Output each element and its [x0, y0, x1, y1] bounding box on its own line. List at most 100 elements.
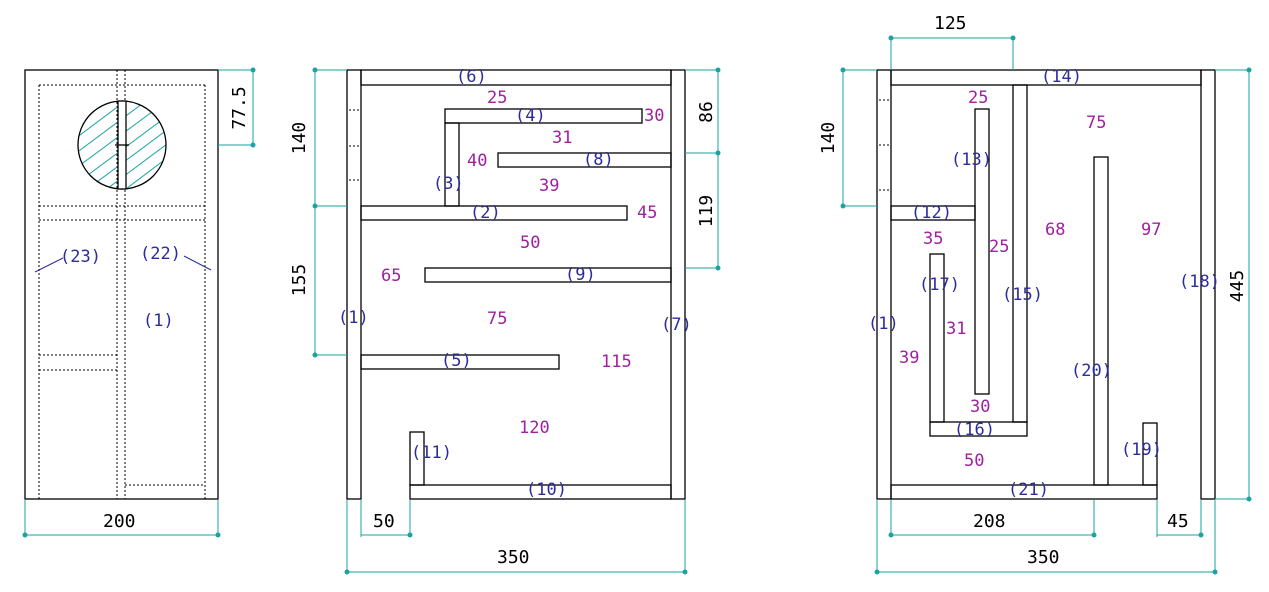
back-label-12: (12) — [911, 203, 952, 223]
leader-22 — [183, 255, 212, 271]
back-measure-30: 30 — [970, 397, 990, 417]
side-measure-45: 45 — [637, 203, 657, 223]
side-measure-39: 39 — [539, 176, 559, 196]
side-measure-31: 31 — [552, 128, 572, 148]
side-board-4 — [444, 108, 643, 124]
dim-dot — [1246, 67, 1252, 73]
side-measure-25: 25 — [487, 88, 507, 108]
back-panel-18 — [1200, 69, 1216, 500]
back-measure-97: 97 — [1141, 220, 1161, 240]
side-label-11: (11) — [411, 443, 452, 463]
back-board-15 — [1012, 84, 1028, 423]
back-board-16 — [929, 421, 1028, 437]
dim-dot — [715, 67, 721, 73]
dim-dot — [312, 67, 318, 73]
side-label-8: (8) — [583, 150, 614, 170]
dim-dot — [1246, 496, 1252, 502]
back-label-15: (15) — [1002, 285, 1043, 305]
dim-dot — [840, 203, 846, 209]
side-label-10: (10) — [526, 480, 567, 500]
back-label-19: (19) — [1121, 440, 1162, 460]
side-measure-40: 40 — [467, 151, 487, 171]
back-measure-35: 35 — [923, 229, 943, 249]
dim-dot — [888, 532, 894, 538]
side-dim-350: 350 — [497, 547, 530, 568]
back-dim-208: 208 — [973, 511, 1006, 532]
side-panel-6-top — [360, 69, 672, 86]
front-offset-value: 77.5 — [229, 86, 250, 129]
dim-dot — [344, 569, 350, 575]
dim-dot — [1091, 532, 1097, 538]
back-dim-445: 445 — [1227, 270, 1248, 303]
side-panel-1 — [346, 69, 362, 500]
dim-dot — [250, 67, 256, 73]
back-label-16: (16) — [954, 420, 995, 440]
back-board-21 — [890, 484, 1158, 500]
side-measure-30: 30 — [644, 106, 664, 126]
side-label-6: (6) — [456, 67, 487, 87]
side-board-10 — [409, 484, 672, 500]
back-measure-39: 39 — [899, 348, 919, 368]
dim-dot — [312, 203, 318, 209]
dim-dot — [312, 352, 318, 358]
back-board-13 — [974, 108, 990, 395]
side-view: (6) (4) (8) (3) (2) (9) (1) (7) (5) (11)… — [289, 67, 721, 575]
front-label-1: (1) — [143, 311, 174, 331]
side-label-9: (9) — [565, 265, 596, 285]
dim-dot — [215, 532, 221, 538]
side-measure-50: 50 — [520, 233, 540, 253]
back-label-1: (1) — [868, 314, 899, 334]
dim-dot — [1212, 569, 1218, 575]
back-dim-140: 140 — [818, 122, 839, 155]
side-label-7: (7) — [661, 315, 692, 335]
back-label-13: (13) — [951, 150, 992, 170]
side-dim-50: 50 — [373, 511, 395, 532]
dim-dot — [250, 142, 256, 148]
front-width-value: 200 — [103, 511, 136, 532]
side-panel-7 — [670, 69, 686, 500]
side-label-1: (1) — [338, 308, 369, 328]
back-label-18: (18) — [1179, 272, 1220, 292]
side-dim-119: 119 — [696, 195, 717, 228]
back-label-14: (14) — [1041, 67, 1082, 87]
side-board-2 — [360, 205, 628, 221]
leader-23 — [34, 257, 64, 273]
dim-dot — [874, 569, 880, 575]
side-board-5 — [360, 354, 560, 370]
back-measure-25a: 25 — [968, 88, 988, 108]
back-dim-125: 125 — [934, 13, 967, 34]
back-label-20: (20) — [1071, 361, 1112, 381]
back-measure-50: 50 — [964, 451, 984, 471]
dim-dot — [840, 67, 846, 73]
back-panel-14-top — [890, 69, 1202, 86]
side-measure-120: 120 — [519, 418, 550, 438]
front-label-22: (22) — [140, 244, 181, 264]
dim-dot — [1010, 35, 1016, 41]
side-measure-75: 75 — [487, 309, 507, 329]
side-dim-140: 140 — [289, 122, 310, 155]
back-panel-1 — [876, 69, 892, 500]
dim-dot — [888, 35, 894, 41]
dim-dot — [407, 532, 413, 538]
side-dim-155: 155 — [289, 264, 310, 297]
side-label-2: (2) — [470, 203, 501, 223]
side-label-5: (5) — [441, 351, 472, 371]
side-board-9 — [424, 267, 672, 283]
back-measure-25b: 25 — [989, 237, 1009, 257]
back-measure-31: 31 — [946, 319, 966, 339]
dim-dot — [22, 532, 28, 538]
side-label-4: (4) — [515, 106, 546, 126]
side-measure-115: 115 — [601, 352, 632, 372]
back-label-21: (21) — [1008, 480, 1049, 500]
side-dim-86: 86 — [696, 101, 717, 123]
front-view: (23) (22) (1) 200 77.5 — [22, 67, 256, 538]
front-label-23: (23) — [60, 247, 101, 267]
dim-dot — [1198, 532, 1204, 538]
side-label-3: (3) — [433, 174, 464, 194]
back-view: (14) (13) (12) (17) (15) (18) (1) (20) (… — [818, 13, 1252, 575]
back-board-20 — [1093, 156, 1109, 486]
side-measure-65: 65 — [381, 266, 401, 286]
back-measure-68: 68 — [1045, 220, 1065, 240]
back-dim-350: 350 — [1027, 547, 1060, 568]
back-dim-45: 45 — [1167, 511, 1189, 532]
